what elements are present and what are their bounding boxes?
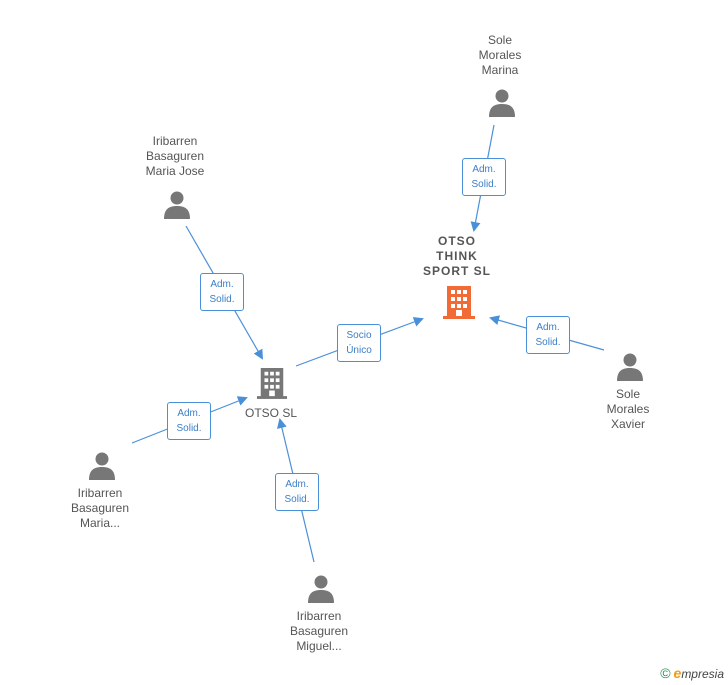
person-label-sole-morales-marina[interactable]: Sole Morales Marina xyxy=(460,33,540,78)
person-icon[interactable] xyxy=(487,88,517,118)
label-line: Xavier xyxy=(610,417,645,431)
badge-line: Solid. xyxy=(209,294,235,305)
person-label-iribarren-maria-jose[interactable]: Iribarren Basaguren Maria Jose xyxy=(130,134,220,179)
company-label-otso-think-sport[interactable]: OTSO THINK SPORT SL xyxy=(412,234,502,279)
badge-line: Adm. xyxy=(210,279,234,290)
badge-line: Solid. xyxy=(176,423,202,434)
badge-line: Adm. xyxy=(285,479,309,490)
person-icon[interactable] xyxy=(87,451,117,481)
label-line: SPORT SL xyxy=(422,264,491,278)
badge-line: Adm. xyxy=(536,322,560,333)
edge-badge-adm-solid[interactable]: Adm. Solid. xyxy=(275,473,319,511)
copyright-icon: © xyxy=(660,665,671,681)
label-line: Sole xyxy=(487,33,513,47)
label-line: OTSO xyxy=(437,234,476,248)
label-line: Iribarren xyxy=(77,486,123,500)
badge-line: Solid. xyxy=(284,494,310,505)
footer-brand[interactable]: ©empresia xyxy=(660,665,724,681)
person-label-iribarren-maria[interactable]: Iribarren Basaguren Maria... xyxy=(55,486,145,531)
label-line: Basaguren xyxy=(289,624,349,638)
label-line: Morales xyxy=(606,402,650,416)
badge-line: Adm. xyxy=(177,408,201,419)
badge-line: Único xyxy=(346,345,372,356)
company-label-otso-sl[interactable]: OTSO SL xyxy=(231,406,311,421)
label-line: Basaguren xyxy=(145,149,205,163)
label-line: Sole xyxy=(615,387,641,401)
building-icon-highlight[interactable] xyxy=(443,284,475,320)
edge-badge-adm-solid[interactable]: Adm. Solid. xyxy=(167,402,211,440)
brand-logo-text: mpresia xyxy=(681,667,724,681)
brand-logo-initial: e xyxy=(673,665,682,681)
label-line: Marina xyxy=(481,63,519,77)
label-line: Iribarren xyxy=(296,609,342,623)
person-label-iribarren-miguel[interactable]: Iribarren Basaguren Miguel... xyxy=(274,609,364,654)
building-icon[interactable] xyxy=(257,366,287,400)
label-line: THINK xyxy=(436,249,478,263)
label-line: Maria... xyxy=(79,516,120,530)
badge-line: Solid. xyxy=(471,179,497,190)
person-icon[interactable] xyxy=(615,352,645,382)
badge-line: Adm. xyxy=(472,164,496,175)
label-line: Morales xyxy=(478,48,522,62)
label-line: Maria Jose xyxy=(145,164,205,178)
label-line: OTSO SL xyxy=(244,406,297,420)
person-icon[interactable] xyxy=(162,190,192,220)
label-line: Basaguren xyxy=(70,501,130,515)
person-label-sole-morales-xavier[interactable]: Sole Morales Xavier xyxy=(588,387,668,432)
label-line: Iribarren xyxy=(152,134,198,148)
badge-line: Socio xyxy=(346,330,372,341)
person-icon[interactable] xyxy=(306,574,336,604)
label-line: Miguel... xyxy=(296,639,342,653)
edge-badge-adm-solid[interactable]: Adm. Solid. xyxy=(462,158,506,196)
badge-line: Solid. xyxy=(535,337,561,348)
edge-badge-adm-solid[interactable]: Adm. Solid. xyxy=(200,273,244,311)
edge-badge-socio-unico[interactable]: Socio Único xyxy=(337,324,381,362)
edge-badge-adm-solid[interactable]: Adm. Solid. xyxy=(526,316,570,354)
